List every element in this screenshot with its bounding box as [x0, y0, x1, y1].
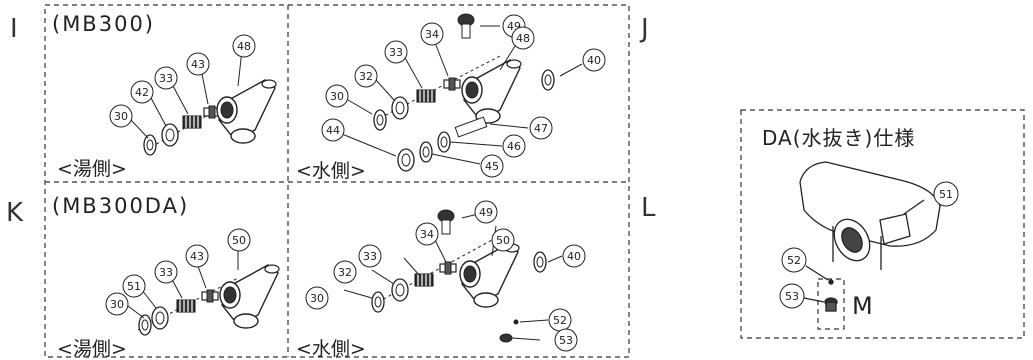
svg-text:32: 32 — [338, 266, 352, 279]
svg-text:50: 50 — [496, 234, 510, 247]
svg-text:33: 33 — [159, 72, 173, 85]
callout-i-43: 43 — [186, 52, 210, 76]
svg-text:33: 33 — [159, 266, 173, 279]
da-spec-title: DA(水抜き)仕様 — [762, 126, 916, 150]
callout-k-50: 50 — [227, 228, 251, 252]
svg-text:30: 30 — [310, 292, 324, 305]
callout-l-52: 52 — [548, 308, 572, 332]
svg-text:49: 49 — [479, 206, 493, 219]
callout-j-45: 45 — [480, 154, 504, 178]
svg-text:32: 32 — [359, 70, 373, 83]
callout-k-33: 33 — [154, 260, 178, 284]
callout-l-50: 50 — [491, 228, 515, 252]
callout-da-53: 53 — [779, 283, 805, 309]
callout-da-51: 51 — [933, 181, 959, 207]
svg-text:53: 53 — [559, 334, 573, 347]
svg-text:50: 50 — [232, 234, 246, 247]
svg-text:52: 52 — [787, 254, 801, 267]
svg-text:43: 43 — [191, 58, 205, 71]
callout-j-40: 40 — [582, 48, 606, 72]
callout-k-43: 43 — [185, 244, 209, 268]
svg-text:51: 51 — [939, 188, 953, 201]
callout-i-30: 30 — [109, 104, 133, 128]
svg-text:53: 53 — [785, 290, 799, 303]
svg-text:51: 51 — [127, 280, 141, 293]
callout-i-42: 42 — [130, 80, 154, 104]
callout-k-30: 30 — [105, 292, 129, 316]
svg-text:46: 46 — [507, 140, 521, 153]
callout-l-34: 34 — [415, 222, 439, 246]
svg-text:44: 44 — [326, 124, 340, 137]
svg-text:48: 48 — [237, 40, 251, 53]
panel-l-parts — [343, 209, 563, 343]
panel-l-side-label: <水側> — [296, 338, 366, 360]
svg-text:47: 47 — [534, 122, 548, 135]
callout-l-30: 30 — [305, 286, 329, 310]
callout-i-33: 33 — [154, 66, 178, 90]
detail-letter-m: M — [852, 292, 873, 320]
callout-j-33: 33 — [384, 40, 408, 64]
svg-text:30: 30 — [330, 90, 344, 103]
callout-i-48: 48 — [232, 34, 256, 58]
svg-text:42: 42 — [135, 86, 149, 99]
callout-l-33: 33 — [358, 244, 382, 268]
svg-text:33: 33 — [363, 250, 377, 263]
callout-l-49: 49 — [474, 200, 498, 224]
panel-i-title: (MB300) — [52, 12, 155, 36]
callouts: 30 42 33 43 48 49 48 34 33 32 30 40 44 4… — [105, 14, 959, 352]
panel-frames — [44, 4, 1025, 358]
callout-j-48: 48 — [511, 26, 535, 50]
panel-i-side-label: <湯側> — [57, 158, 127, 180]
svg-text:48: 48 — [516, 32, 530, 45]
callout-l-40: 40 — [562, 244, 586, 268]
panel-letter-j: J — [641, 14, 649, 44]
svg-text:43: 43 — [190, 250, 204, 263]
svg-text:30: 30 — [110, 298, 124, 311]
callout-k-51: 51 — [122, 274, 146, 298]
callout-j-46: 46 — [502, 134, 526, 158]
callout-j-30: 30 — [325, 84, 349, 108]
callout-da-52: 52 — [781, 247, 807, 273]
da-detail — [799, 161, 941, 312]
panel-j-parts — [341, 13, 583, 172]
svg-text:45: 45 — [485, 160, 499, 173]
callout-l-32: 32 — [333, 260, 357, 284]
panel-letter-i: I — [10, 14, 18, 44]
svg-text:34: 34 — [420, 228, 434, 241]
callout-j-32: 32 — [354, 64, 378, 88]
panel-j-side-label: <水側> — [296, 160, 366, 182]
panel-letter-k: K — [6, 198, 24, 228]
svg-text:40: 40 — [567, 250, 581, 263]
svg-text:52: 52 — [553, 314, 567, 327]
panel-letter-l: L — [641, 193, 656, 223]
panel-k-side-label: <湯側> — [57, 338, 127, 360]
svg-text:40: 40 — [587, 54, 601, 67]
callout-l-53: 53 — [554, 328, 578, 352]
svg-text:34: 34 — [425, 28, 439, 41]
panel-k-title: (MB300DA) — [52, 194, 190, 218]
callout-j-34: 34 — [420, 22, 444, 46]
callout-j-47: 47 — [529, 116, 553, 140]
svg-text:33: 33 — [389, 46, 403, 59]
callout-j-44: 44 — [321, 118, 345, 142]
svg-text:30: 30 — [114, 110, 128, 123]
